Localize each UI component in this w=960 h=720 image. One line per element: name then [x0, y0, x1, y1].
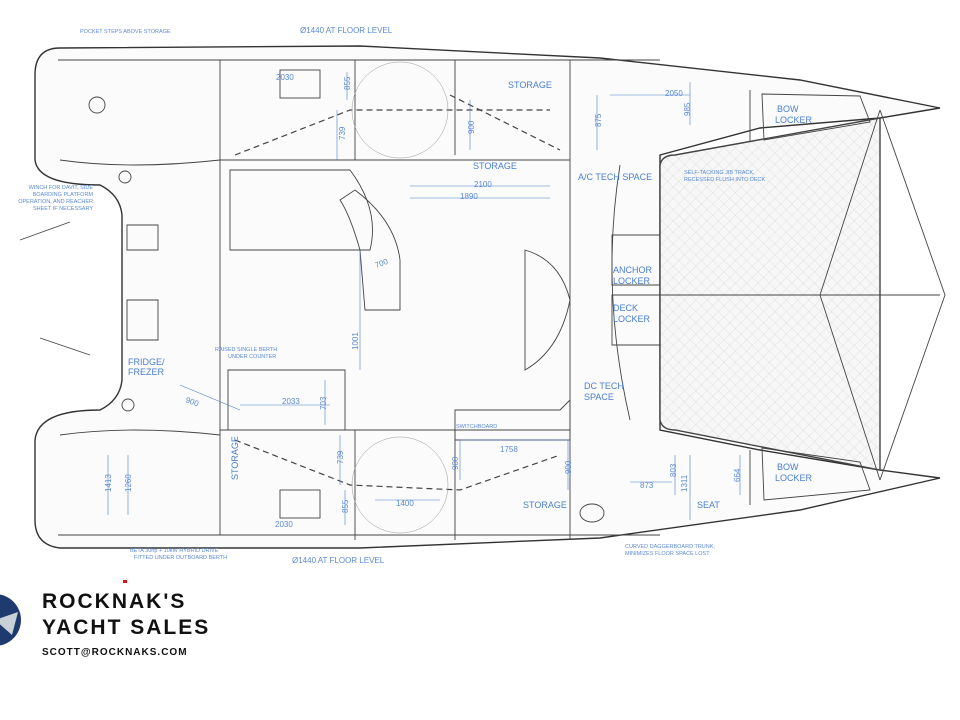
room-labels: STORAGE STORAGE STORAGE STORAGE BOW LOCK…	[128, 80, 813, 510]
dim: 900	[467, 120, 476, 134]
dim: 985	[683, 102, 692, 116]
dim: 2100	[474, 180, 492, 189]
dimension-labels: 855 739 2030 900 875 2050 985 2100 1890 …	[104, 73, 742, 529]
logo-line2: YACHT SALES	[42, 616, 210, 639]
note-jib-track-2: RECESSED FLUSH INTO DECK	[684, 177, 766, 183]
label-bow-locker-top: BOW	[777, 104, 799, 114]
dim: 855	[341, 499, 350, 513]
note-engine: BETA 30hp + 10kW HYBRID DRIVE	[130, 548, 219, 554]
label-fridge-freezer: FRIDGE/	[128, 357, 165, 367]
label-dc-tech-space: DC TECH	[584, 381, 624, 391]
dim: 900	[564, 460, 573, 474]
label-ac-tech-space: A/C TECH SPACE	[578, 172, 652, 182]
label-anchor-locker-2: LOCKER	[613, 276, 651, 286]
dim: 739	[338, 126, 347, 140]
note-winch: WINCH FOR DAVIT, SIDE	[29, 185, 94, 191]
dim: 873	[640, 481, 654, 490]
dim: 1311	[680, 474, 689, 492]
note-switchboard: SWITCHBOARD	[456, 424, 497, 430]
label-storage-bottom: STORAGE	[523, 500, 567, 510]
dim: 1260	[124, 474, 133, 492]
dim: 739	[336, 450, 345, 464]
rocknaks-logo: ROCKNAK'S YACHT SALES SCOTT@ROCKNAKS.COM	[0, 580, 210, 658]
logo-accent	[123, 580, 127, 583]
dim: 703	[319, 396, 328, 410]
note-winch-2: BOARDING PLATFORM	[33, 192, 94, 198]
dim: 1890	[460, 192, 478, 201]
label-bow-locker-bottom: BOW	[777, 462, 799, 472]
dim: 1758	[500, 445, 518, 454]
dim: 803	[669, 463, 678, 477]
hull-outline	[34, 45, 946, 549]
label-anchor-locker: ANCHOR	[613, 265, 653, 275]
note-floor-level-top: Ø1440 AT FLOOR LEVEL	[300, 26, 393, 35]
dim: 2030	[275, 520, 293, 529]
note-daggerboard: CURVED DAGGERBOARD TRUNK,	[625, 544, 715, 550]
label-fridge-freezer-2: FREZER	[128, 367, 165, 377]
note-floor-level-bottom: Ø1440 AT FLOOR LEVEL	[292, 556, 385, 565]
dim: 664	[733, 468, 742, 482]
dim: 1400	[396, 499, 414, 508]
label-bow-locker-top-2: LOCKER	[775, 115, 813, 125]
logo-sail-icon	[0, 612, 18, 635]
dim: 900	[184, 395, 200, 408]
dim: 1001	[351, 332, 360, 350]
label-seat: SEAT	[697, 500, 720, 510]
interior-details	[19, 61, 661, 534]
note-pocket-steps: POCKET STEPS ABOVE STORAGE	[80, 29, 171, 35]
label-storage-top: STORAGE	[508, 80, 552, 90]
logo-line1: ROCKNAK'S	[42, 590, 186, 613]
label-deck-locker-2: LOCKER	[613, 314, 651, 324]
dim: 875	[594, 113, 603, 127]
logo-email: SCOTT@ROCKNAKS.COM	[42, 647, 188, 658]
dimension-lines	[107, 72, 741, 525]
note-raised-berth-2: UNDER COUNTER	[228, 354, 276, 360]
label-dc-tech-space-2: SPACE	[584, 392, 614, 402]
note-daggerboard-2: MINIMIZES FLOOR SPACE LOST	[625, 551, 710, 557]
dim: 1413	[104, 474, 113, 492]
label-storage-aft: STORAGE	[230, 436, 240, 480]
note-winch-3: OPERATION, AND REACHER	[18, 199, 93, 205]
label-deck-locker: DECK	[613, 303, 638, 313]
dim: 2030	[276, 73, 294, 82]
note-engine-2: FITTED UNDER OUTBOARD BERTH	[134, 555, 227, 561]
dim: 2050	[665, 89, 683, 98]
dim: 2033	[282, 397, 300, 406]
engine-bottom	[279, 489, 321, 519]
label-bow-locker-bottom-2: LOCKER	[775, 473, 813, 483]
note-winch-4: SHEET IF NECESSARY	[33, 206, 93, 212]
dim: 855	[343, 76, 352, 90]
dim: 700	[374, 257, 390, 270]
dim: 900	[451, 456, 460, 470]
note-raised-berth: RAISED SINGLE BERTH	[215, 347, 277, 353]
note-jib-track: SELF-TACKING JIB TRACK,	[684, 170, 755, 176]
label-storage-mid: STORAGE	[473, 161, 517, 171]
trampoline	[659, 117, 881, 471]
annotation-notes: POCKET STEPS ABOVE STORAGE Ø1440 AT FLOO…	[18, 26, 765, 565]
engine-top	[279, 69, 321, 99]
